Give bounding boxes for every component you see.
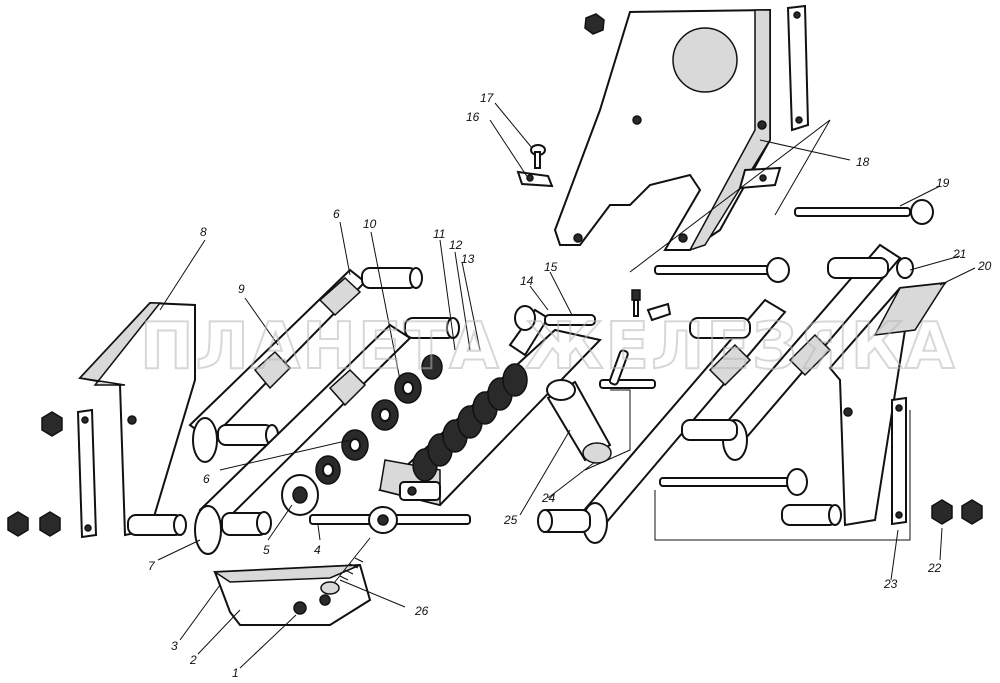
right-outer-arm xyxy=(681,243,914,461)
pin-right-lower xyxy=(659,468,808,496)
clip-16 xyxy=(516,170,554,188)
callout-1: 1 xyxy=(232,666,239,680)
left-bracket-8 xyxy=(78,301,196,537)
cylinder-24 xyxy=(546,379,612,464)
rod-14 xyxy=(508,305,596,357)
washers xyxy=(281,354,443,516)
callout-6-upper: 6 xyxy=(333,207,340,221)
callout-23: 23 xyxy=(883,577,898,591)
callout-9: 9 xyxy=(238,282,245,296)
callout-21: 21 xyxy=(952,247,966,261)
callout-labels: 1 2 3 4 5 6 6 7 8 9 10 11 12 13 14 15 16… xyxy=(148,91,992,680)
right-nuts-22 xyxy=(931,499,983,525)
callout-16: 16 xyxy=(466,110,480,124)
leader-lines xyxy=(157,102,976,669)
callout-4: 4 xyxy=(314,543,321,557)
left-side-strap xyxy=(76,408,98,539)
side-plate-top xyxy=(786,4,810,132)
base-plate xyxy=(212,563,372,626)
pin-19-lower xyxy=(654,257,790,283)
shaft-4 xyxy=(309,506,471,534)
right-bracket-20 xyxy=(781,281,948,527)
callout-14: 14 xyxy=(520,274,534,288)
callout-19: 19 xyxy=(936,176,950,190)
callout-10: 10 xyxy=(363,217,377,231)
upper-mounting-bracket xyxy=(553,8,782,252)
arm-9 xyxy=(188,267,423,463)
callout-3: 3 xyxy=(171,639,178,653)
small-screw xyxy=(631,289,672,322)
arm-7 xyxy=(194,317,460,555)
callout-26: 26 xyxy=(414,604,429,618)
screw-17 xyxy=(530,144,546,169)
watermark: ПЛАНЕТА ЖЕЛЕЗЯКА xyxy=(140,310,957,384)
callout-6-lower: 6 xyxy=(203,472,210,486)
callout-25: 25 xyxy=(503,513,518,527)
callout-17: 17 xyxy=(480,91,495,105)
pin-19-upper xyxy=(794,199,934,225)
callout-2: 2 xyxy=(189,653,197,667)
callout-8: 8 xyxy=(200,225,207,239)
callout-22: 22 xyxy=(927,561,942,575)
callout-11: 11 xyxy=(433,227,445,241)
callout-13: 13 xyxy=(461,252,475,266)
nut-top xyxy=(584,13,605,35)
coil-spring xyxy=(412,363,528,482)
adjuster-26 xyxy=(320,537,371,595)
callout-20: 20 xyxy=(977,259,992,273)
left-nuts xyxy=(7,411,63,537)
callout-12: 12 xyxy=(449,238,463,252)
callout-24: 24 xyxy=(541,491,556,505)
callout-5: 5 xyxy=(263,543,270,557)
right-side-strap-23 xyxy=(891,396,907,526)
spring-housing xyxy=(377,328,602,507)
right-arm xyxy=(537,298,787,544)
callout-18: 18 xyxy=(856,155,870,169)
small-pins xyxy=(599,349,656,389)
callout-15: 15 xyxy=(544,260,558,274)
callout-7: 7 xyxy=(148,559,156,573)
